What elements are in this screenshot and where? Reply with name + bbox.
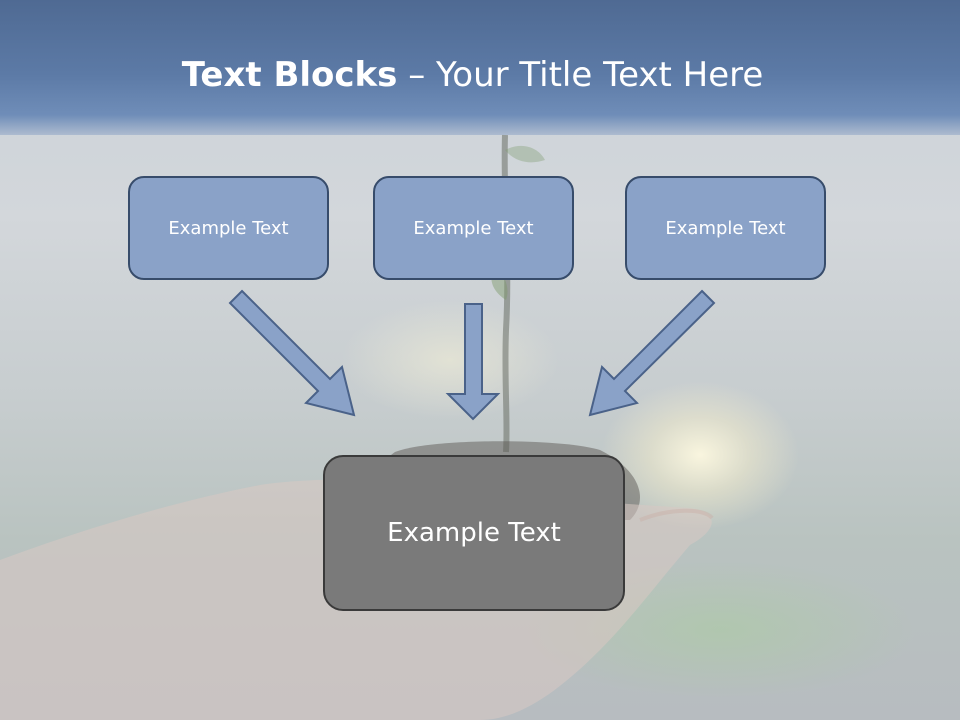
text-block-3-label: Example Text	[665, 217, 786, 239]
title-rest: Your Title Text Here	[436, 55, 764, 95]
slide-title: Text Blocks – Your Title Text Here	[0, 52, 945, 98]
text-block-2: Example Text	[373, 176, 574, 280]
text-block-2-label: Example Text	[413, 217, 534, 239]
target-block: Example Text	[323, 455, 625, 611]
arrow-down-right-icon	[228, 289, 356, 417]
text-block-1-label: Example Text	[168, 217, 289, 239]
background-haze	[340, 300, 560, 420]
arrow-down-icon	[445, 303, 501, 421]
text-block-3: Example Text	[625, 176, 826, 280]
sprout-leaf	[505, 145, 545, 163]
title-bar	[0, 0, 960, 135]
target-block-label: Example Text	[387, 518, 561, 548]
title-dash: –	[397, 55, 437, 95]
title-bold: Text Blocks	[181, 55, 398, 95]
hand-finger	[639, 508, 714, 522]
arrow-down-left-icon	[588, 289, 716, 417]
text-block-1: Example Text	[128, 176, 329, 280]
